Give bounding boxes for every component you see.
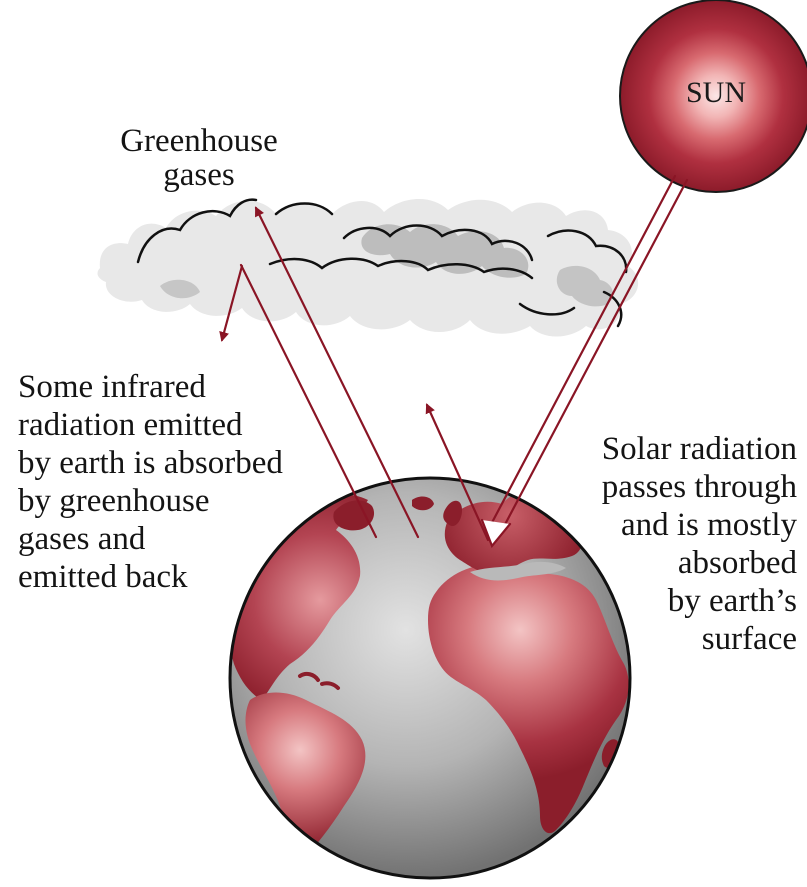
landmass-britain [443, 500, 462, 527]
solar-ray-arrowhead [480, 518, 512, 549]
sun-label: SUN [685, 76, 746, 109]
landmass-africa [428, 563, 629, 834]
infrared-ray-up-right [254, 206, 420, 539]
cloud-shadow-right [556, 265, 614, 307]
infrared-ray-up-left [239, 263, 378, 539]
landmass-south-america [245, 692, 366, 871]
globe-outline [228, 476, 632, 880]
landmass-greenland [333, 500, 375, 531]
sun-disc [619, 0, 807, 193]
mediterranean-sea [470, 561, 566, 581]
landmass-iceland [412, 496, 434, 511]
solar-ray-line-left [485, 174, 677, 534]
infrared-radiation-caption: Some infrared radiation emitted by earth… [18, 369, 283, 595]
sun [619, 0, 807, 193]
solar-ray-line-right [499, 178, 689, 534]
infrared-ray-emitted-back [219, 264, 244, 342]
cloud-outline [136, 198, 628, 328]
radiation-arrows [219, 174, 689, 549]
reflected-ray [425, 403, 490, 542]
cloud-body [97, 198, 639, 337]
greenhouse-gas-cloud [97, 198, 639, 337]
caribbean-islands [298, 671, 340, 690]
cloud-shadow-left [160, 279, 200, 299]
greenhouse-gases-label: Greenhouse gases [120, 123, 278, 193]
earth-globe [228, 476, 632, 880]
solar-radiation-caption: Solar radiation passes through and is mo… [601, 431, 797, 657]
